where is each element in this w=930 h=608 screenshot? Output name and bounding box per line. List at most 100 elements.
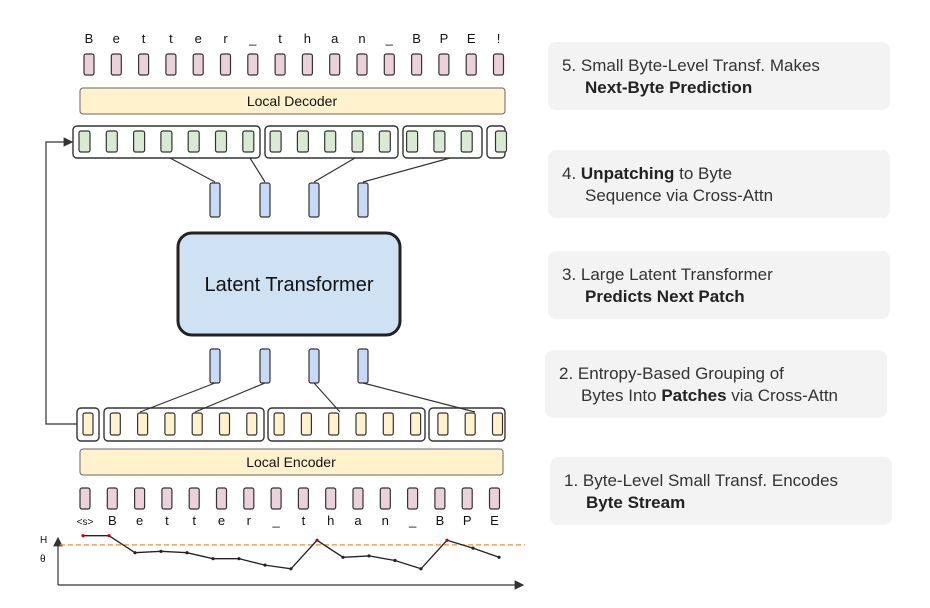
output-byte-box — [356, 53, 368, 76]
input-byte-box — [461, 487, 473, 510]
latent-input-patch — [259, 348, 271, 384]
input-byte-box — [161, 487, 173, 510]
local-decoder-label: Local Decoder — [247, 93, 338, 109]
entropy-point — [211, 557, 215, 561]
input-byte-box — [488, 487, 501, 510]
latent-transformer-box — [176, 231, 402, 337]
decoder-byte-box — [133, 130, 146, 153]
input-byte-box — [434, 487, 446, 510]
output-byte-box — [492, 53, 505, 76]
output-byte-box — [301, 53, 313, 76]
local-encoder-bar — [79, 448, 504, 476]
output-byte-label: P — [440, 31, 449, 46]
step-3-card: 3. Large Latent Transformer Predicts Nex… — [548, 251, 890, 319]
output-byte-box — [383, 53, 395, 76]
input-byte-label: B — [108, 513, 117, 528]
encoder-byte-box — [82, 412, 94, 436]
input-byte-box — [106, 487, 118, 510]
latent-transformer-label: Latent Transformer — [205, 274, 374, 296]
entropy-point — [237, 557, 241, 561]
patch-connector — [139, 382, 216, 413]
encoder-byte-box — [109, 412, 121, 436]
decoder-byte-box — [160, 130, 173, 153]
step-4-pre: 4. — [562, 164, 581, 183]
decoder-byte-box — [105, 130, 118, 153]
input-byte-label: r — [247, 513, 252, 528]
output-byte-box — [274, 53, 286, 76]
decoder-byte-box — [78, 130, 91, 153]
latent-output-patch — [259, 182, 271, 218]
output-byte-box — [247, 53, 259, 76]
entropy-point — [107, 534, 111, 538]
local-decoder-bar — [79, 87, 506, 115]
encoder-patch-group — [103, 407, 265, 442]
input-byte-label: _ — [408, 513, 417, 528]
entropy-point — [341, 555, 345, 559]
output-byte-box — [83, 53, 95, 76]
local-encoder-label: Local Encoder — [246, 454, 336, 470]
output-byte-label: h — [304, 31, 311, 46]
output-byte-box — [192, 53, 204, 76]
output-byte-label: t — [169, 31, 173, 46]
latent-input-patch — [209, 348, 221, 384]
decoder-byte-box — [296, 130, 309, 153]
encoder-byte-box — [273, 412, 285, 436]
output-byte-label: t — [142, 31, 146, 46]
decoder-patch-group — [402, 125, 483, 159]
output-byte-label: ! — [497, 31, 501, 46]
output-byte-label: a — [331, 31, 339, 46]
encoder-byte-box — [218, 412, 231, 436]
entropy-point — [315, 538, 319, 542]
output-byte-box — [138, 53, 150, 76]
input-byte-label: e — [136, 513, 143, 528]
output-byte-box — [465, 53, 477, 76]
step-1-line1: 1. Byte-Level Small Transf. Encodes — [564, 471, 839, 490]
decoder-byte-box — [269, 130, 282, 153]
encoder-byte-box — [137, 412, 149, 436]
encoder-byte-box — [164, 412, 176, 436]
latent-output-patch — [209, 182, 221, 218]
step-2-card: 2. Entropy-Based Grouping of Bytes Into … — [545, 350, 887, 418]
step-4-bold: Unpatching — [580, 164, 675, 183]
step-4-post: to Byte — [674, 164, 733, 183]
decoder-byte-box — [324, 130, 337, 153]
latent-output-patch — [308, 182, 320, 218]
input-byte-box — [270, 487, 282, 510]
entropy-axis-label: H — [40, 535, 47, 546]
encoder-byte-box — [246, 412, 258, 436]
latent-input-patch — [308, 348, 320, 384]
output-byte-box — [438, 53, 450, 76]
step-1-bold: Byte Stream — [586, 493, 686, 512]
input-byte-label: B — [436, 513, 445, 528]
input-byte-box — [215, 487, 228, 510]
step-2-bold: Patches — [661, 386, 727, 405]
unpatch-connector — [362, 157, 451, 183]
step-5-bold: Next-Byte Prediction — [585, 78, 753, 97]
entropy-point — [393, 558, 397, 563]
input-byte-label: P — [463, 513, 472, 528]
input-byte-box — [188, 487, 200, 510]
output-byte-box — [219, 53, 232, 76]
output-byte-box — [411, 53, 423, 76]
encoder-byte-box — [328, 412, 340, 436]
input-byte-label: t — [302, 513, 306, 528]
patch-connector — [362, 382, 476, 413]
entropy-point — [471, 546, 475, 550]
decoder-byte-box — [460, 130, 473, 153]
output-byte-label: r — [223, 31, 228, 46]
encoder-byte-box — [410, 412, 422, 436]
entropy-point — [185, 551, 189, 555]
encoder-byte-box — [491, 412, 504, 436]
step-4-line2: Sequence via Cross-Attn — [585, 186, 774, 205]
unpatch-connector — [169, 157, 216, 183]
entropy-point — [497, 555, 501, 559]
output-byte-label: _ — [385, 31, 394, 46]
unpatch-connector — [249, 157, 266, 183]
step-5-line1: 5. Small Byte-Level Transf. Makes — [562, 56, 820, 75]
entropy-point — [367, 554, 371, 558]
decoder-byte-box — [242, 130, 255, 153]
latent-output-patch — [357, 182, 369, 218]
entropy-point — [133, 551, 137, 555]
step-4-card: 4. Unpatching to Byte Sequence via Cross… — [548, 150, 890, 218]
